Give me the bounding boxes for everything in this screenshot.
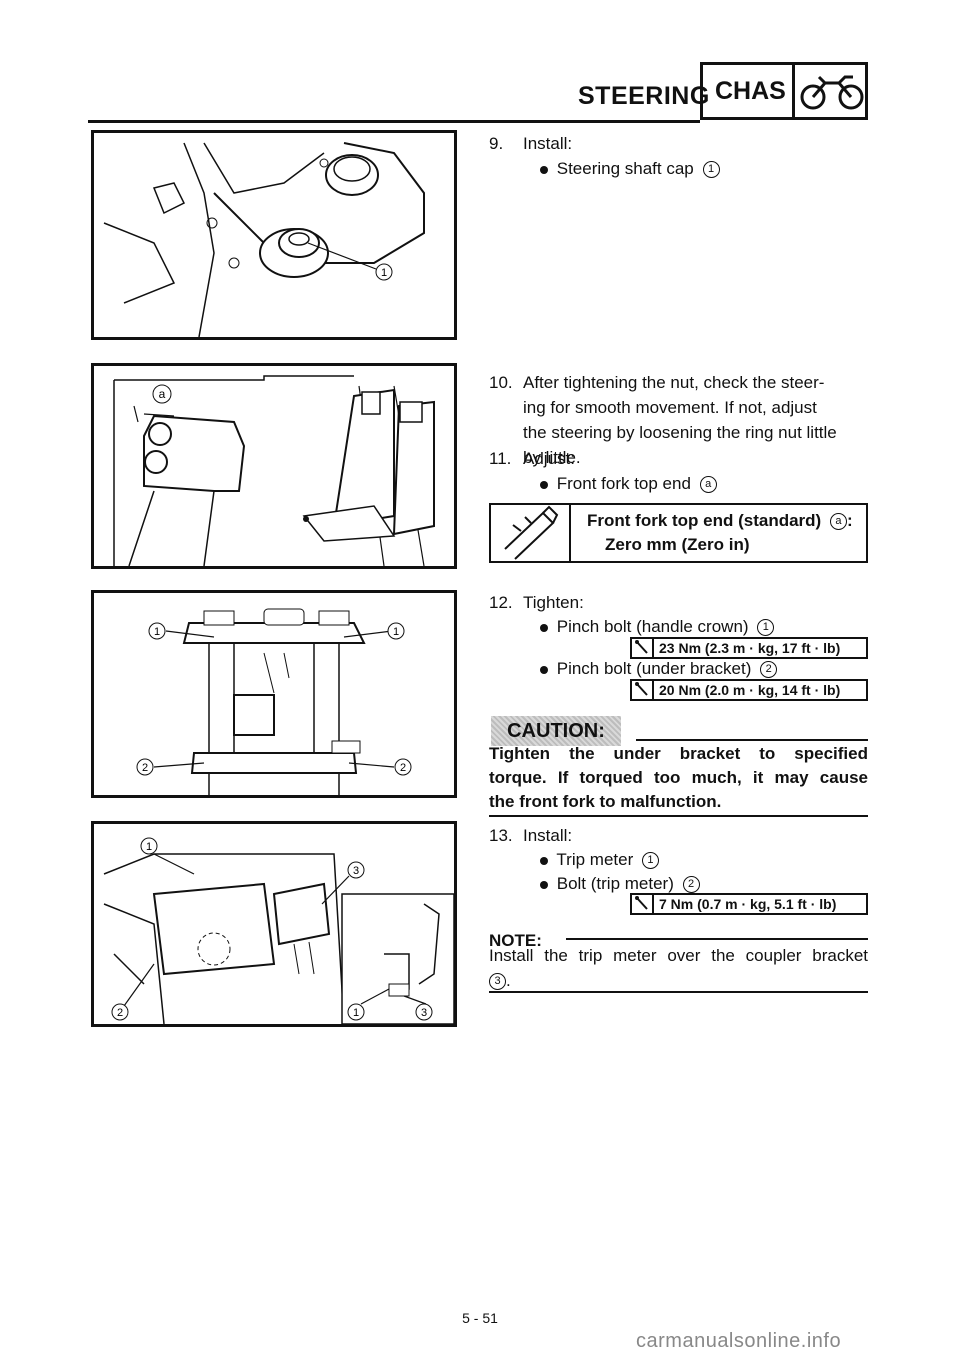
torque-box: 20 Nm (2.0 m · kg, 14 ft · lb) (630, 679, 868, 701)
note-rule-bottom (489, 991, 868, 993)
torque-value: 20 Nm (2.0 m · kg, 14 ft · lb) (659, 682, 841, 698)
section-badge-label: CHAS (715, 77, 786, 105)
step-12-item-2: Pinch bolt (under bracket) 2 (540, 656, 778, 681)
caution-text: Tighten the under bracket to specified t… (489, 742, 868, 814)
caliper-icon (491, 505, 571, 561)
item-text: Trip meter (556, 850, 634, 869)
bullet-icon (540, 471, 552, 483)
item-text: Pinch bolt (handle crown) (556, 617, 749, 636)
ref-marker: a (699, 476, 717, 494)
step-13-item-1: Trip meter 1 (540, 847, 659, 872)
caution-line: torque. If torqued too much, it may caus… (489, 768, 868, 787)
figure-steering-shaft-cap: 1 (91, 130, 457, 340)
item-text: Front fork top end (556, 474, 691, 493)
caution-rule-top (636, 739, 868, 741)
figure-callout: 1 (353, 1007, 359, 1019)
step-13-item-2: Bolt (trip meter) 2 (540, 871, 700, 896)
figure-callout: 1 (154, 626, 160, 638)
step-line: ing for smooth movement. If not, adjust (523, 398, 817, 417)
step-number: 13. (489, 826, 513, 845)
torque-value: 7 Nm (0.7 m · kg, 5.1 ft · lb) (659, 896, 837, 912)
ref-marker: 1 (641, 852, 659, 870)
step-12-item-1: Pinch bolt (handle crown) 1 (540, 614, 775, 639)
step-13: 13. Install: (489, 823, 572, 848)
step-verb: Adjust: (523, 449, 575, 468)
ref-marker: 3 (489, 973, 506, 991)
step-12: 12. Tighten: (489, 590, 584, 615)
spec-label: Front fork top end (standard) (587, 511, 822, 530)
caution-line: Tighten the under bracket to specified (489, 744, 868, 763)
figure-pinch-bolts: 1 1 2 2 (91, 590, 457, 798)
note-line: Install the trip meter over the coupler … (489, 946, 868, 965)
torque-box: 23 Nm (2.3 m · kg, 17 ft · lb) (630, 637, 868, 659)
ref-marker: a (829, 513, 847, 531)
note-rule-top (566, 938, 868, 940)
bullet-icon (540, 656, 552, 668)
spec-box: Front fork top end (standard) a: Zero mm… (489, 503, 868, 563)
step-line: the steering by loosening the ring nut l… (523, 423, 837, 442)
section-title: STEERING (578, 82, 710, 110)
figure-callout: 1 (146, 841, 152, 853)
figure-callout: a (159, 387, 166, 401)
spec-colon: : (846, 511, 853, 530)
bullet-icon (540, 156, 552, 168)
figure-callout: 3 (421, 1007, 427, 1019)
bullet-icon (540, 871, 552, 883)
ref-marker: 1 (757, 619, 775, 637)
figure-callout: 2 (117, 1007, 123, 1019)
figure-trip-meter: 1 3 2 1 3 (91, 821, 457, 1027)
figure-callout: 3 (353, 865, 359, 877)
caution-line: the front fork to malfunction. (489, 792, 722, 811)
torque-box: 7 Nm (0.7 m · kg, 5.1 ft · lb) (630, 893, 868, 915)
wrench-icon (632, 639, 654, 657)
ref-marker: 2 (682, 876, 700, 894)
step-verb: Install: (523, 134, 573, 153)
spec-text: Front fork top end (standard) a: Zero mm… (587, 509, 853, 557)
figure-callout: 1 (381, 267, 387, 279)
motorcycle-icon (800, 75, 864, 110)
step-number: 10. (489, 373, 513, 392)
step-10: 10. After tightening the nut, check the s… (489, 370, 869, 470)
step-verb: Tighten: (523, 593, 584, 612)
note-label: NOTE: (489, 931, 542, 950)
section-badge: CHAS (700, 62, 868, 120)
note-text: Install the trip meter over the coupler … (489, 943, 868, 993)
page-number: 5 - 51 (462, 1310, 498, 1326)
item-text: Bolt (trip meter) (556, 874, 674, 893)
watermark: carmanualsonline.info (636, 1330, 842, 1352)
figure-callout: 2 (400, 762, 406, 774)
figure-callout: 2 (142, 762, 148, 774)
bullet-icon (540, 847, 552, 859)
step-line: After tightening the nut, check the stee… (523, 373, 825, 392)
step-11: 11. Adjust: (489, 446, 575, 471)
caution-label: CAUTION: (491, 716, 621, 746)
step-9: 9. Install: (489, 131, 572, 156)
step-number: 12. (489, 593, 513, 612)
step-number: 9. (489, 134, 504, 153)
bullet-icon (540, 614, 552, 626)
step-verb: Install: (523, 826, 573, 845)
ref-marker: 2 (760, 661, 778, 679)
caution-rule-bottom (489, 815, 868, 817)
step-line: by little. (523, 448, 581, 467)
badge-divider (792, 65, 795, 117)
figure-callout: 1 (393, 626, 399, 638)
item-text: Pinch bolt (under bracket) (556, 659, 752, 678)
ref-marker: 1 (702, 161, 720, 179)
step-9-item: Steering shaft cap 1 (540, 156, 720, 181)
figure-front-fork-top-end: a (91, 363, 457, 569)
step-number: 11. (489, 449, 512, 468)
header-rule (88, 120, 700, 123)
note-line-end: . (506, 971, 511, 990)
torque-value: 23 Nm (2.3 m · kg, 17 ft · lb) (659, 640, 841, 656)
step-11-item: Front fork top end a (540, 471, 717, 496)
wrench-icon (632, 681, 654, 699)
item-text: Steering shaft cap (556, 159, 694, 178)
spec-value: Zero mm (Zero in) (605, 535, 750, 554)
wrench-icon (632, 895, 654, 913)
